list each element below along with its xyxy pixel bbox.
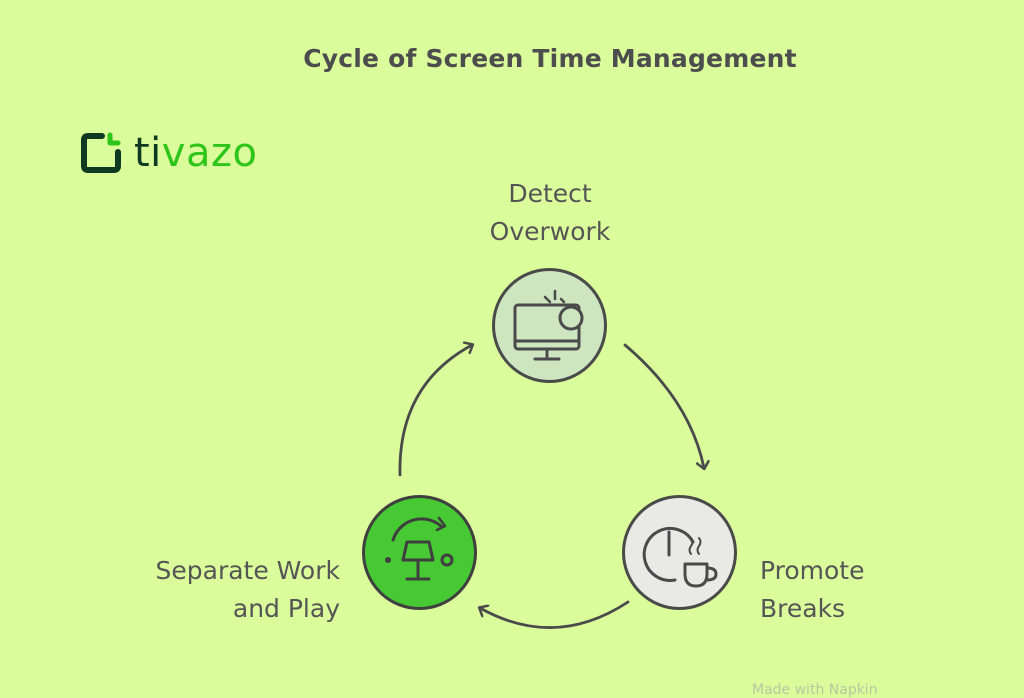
step-label-line1: Detect [508,179,592,208]
napkin-watermark: Made with Napkin [752,682,878,698]
logo-wordmark: tivazo [134,133,257,173]
step-label-line1: Promote [760,556,865,585]
step-node-promote-breaks [622,495,737,610]
step-label-line2: and Play [232,594,340,623]
logo-text-bright: vazo [161,130,258,176]
step-node-detect-overwork [492,268,607,383]
step-label-detect-overwork: Detect Overwork [430,175,670,251]
monitor-alert-icon [513,289,584,361]
step-label-line1: Separate Work [155,556,340,585]
diagram-title: Cycle of Screen Time Management [303,44,797,73]
lamp-cycle-icon [385,516,454,581]
arrow-left-to-top [398,345,472,477]
tivazo-logo-mark-icon [81,132,121,173]
step-label-promote-breaks: Promote Breaks [760,552,1000,628]
arrow-top-to-right [623,343,704,468]
logo-text-dark: ti [134,130,162,176]
clock-coffee-icon [642,527,718,588]
step-label-separate-work-and-play: Separate Work and Play [90,552,340,628]
tivazo-logo: tivazo [80,130,257,176]
step-node-separate-work-and-play [362,495,477,610]
step-label-line2: Breaks [760,594,846,623]
step-label-line2: Overwork [489,217,611,246]
arrow-right-to-left [480,600,630,629]
